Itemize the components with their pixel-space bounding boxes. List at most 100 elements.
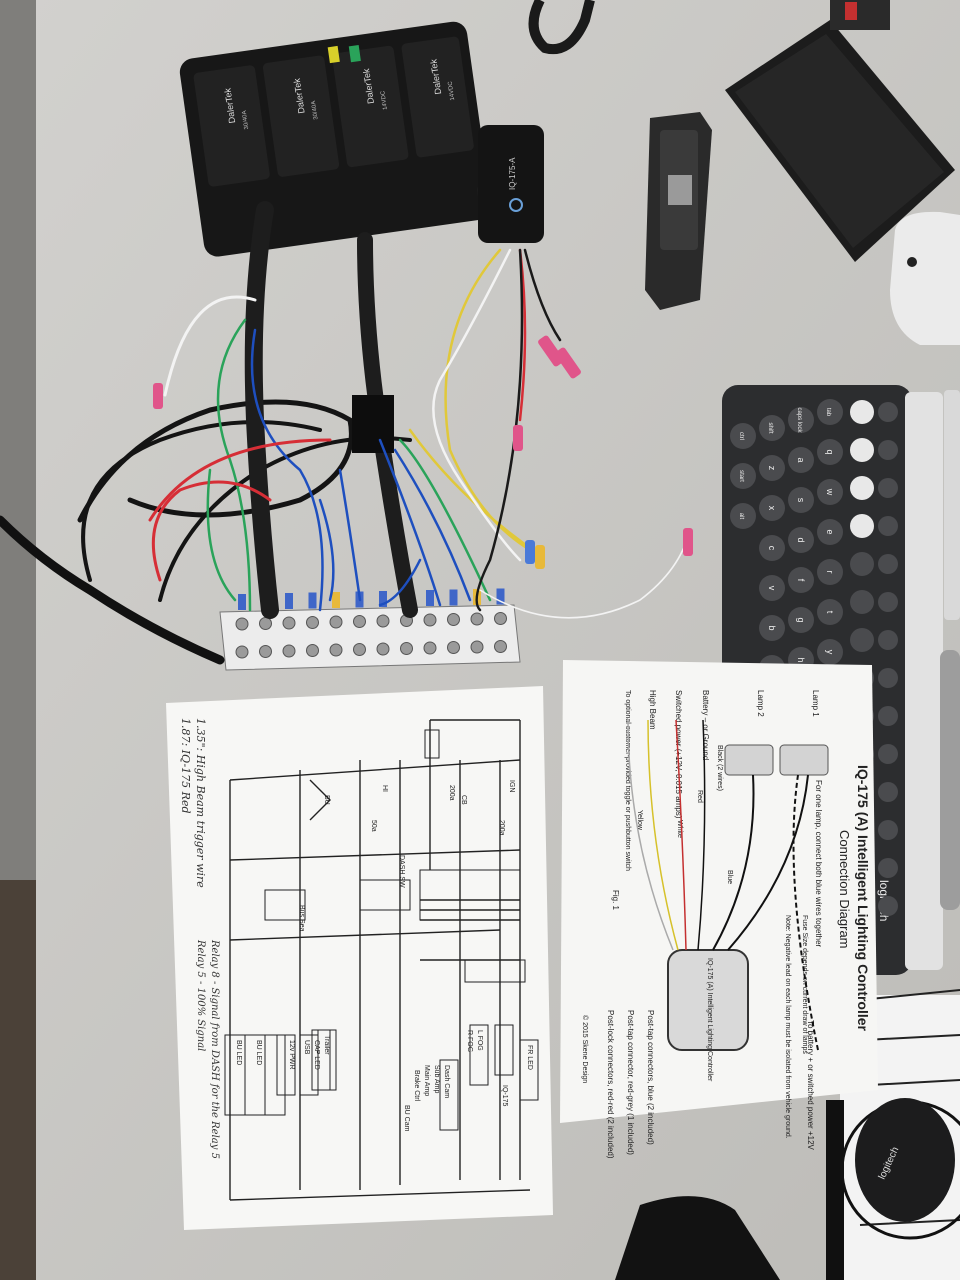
keyboard-key-label: s — [796, 498, 806, 503]
svg-text:Post-tap connectors, blue (2 i: Post-tap connectors, blue (2 included) — [646, 1010, 655, 1145]
keyboard-key — [878, 820, 898, 840]
wire-harness — [0, 201, 691, 665]
keyboard-key-label: f — [796, 579, 806, 582]
keyboard-key — [850, 552, 874, 576]
keyboard-key-label: tab — [825, 408, 831, 417]
svg-text:Lamp 1: Lamp 1 — [811, 690, 820, 717]
keyboard-keys: tabqwertyuiopcaps lockasdfghjklshiftzxcv… — [730, 399, 898, 918]
keyboard-key — [817, 519, 843, 545]
svg-text:Blue: Blue — [726, 870, 733, 884]
svg-text:Post-lock connectors, red-red: Post-lock connectors, red-red (2 include… — [606, 1010, 615, 1159]
terminal-screw — [376, 614, 390, 628]
keyboard-key-label: h — [796, 657, 806, 662]
relay: DalerTek 30/40A — [262, 55, 340, 177]
svg-text:DalerTek: DalerTek — [292, 77, 307, 114]
keyboard-key-label: shift — [767, 422, 773, 433]
keyboard-key-label: v — [767, 586, 777, 591]
scissors-handle — [528, 0, 595, 55]
terminal-screw — [376, 642, 390, 656]
iq175-connection-diagram-sheet: IQ-175 (A) Intelligent Lighting Controll… — [560, 660, 878, 1159]
terminal-screw — [470, 640, 484, 654]
relay-box: DalerTek 30/40A DalerTek 30/40A DalerTek… — [179, 21, 498, 257]
keyboard-key — [730, 463, 756, 489]
svg-text:Yellow: Yellow — [636, 810, 643, 831]
svg-text:Fuse Size depends on current d: Fuse Size depends on current draw of lam… — [801, 915, 808, 1054]
keyboard-key — [850, 438, 874, 462]
svg-text:L FOG: L FOG — [476, 1030, 483, 1051]
wiring-schematic-sheet: 1.35": High Beam trigger wire 1.87: IQ-1… — [166, 686, 553, 1230]
terminal-screw — [329, 643, 343, 657]
svg-text:Trailer: Trailer — [323, 1035, 330, 1055]
svg-text:Dash Cam: Dash Cam — [443, 1065, 450, 1098]
svg-text:BU LED: BU LED — [235, 1040, 242, 1065]
keyboard-key-label: g — [796, 617, 806, 622]
terminal-screw — [235, 645, 249, 659]
svg-text:12v PWR: 12v PWR — [288, 1040, 295, 1070]
black-box — [725, 0, 955, 262]
mouse: logitech — [855, 1098, 955, 1222]
keyboard-key-label: b — [767, 625, 777, 630]
keyboard-key — [878, 592, 898, 612]
keyboard-key — [788, 407, 814, 433]
keyboard-key — [817, 479, 843, 505]
keyboard-key — [850, 400, 874, 424]
schematic-lines — [229, 719, 531, 1201]
keyboard-key — [850, 590, 874, 614]
terminal-screw — [400, 642, 413, 655]
svg-text:Black (2 wires): Black (2 wires) — [716, 745, 723, 791]
handwritten-note: Relay 5 - 100% Signal — [195, 939, 206, 1051]
diagram-controller-box — [667, 949, 749, 1051]
handwritten-note: Relay 8 - Signal from DASH for the Relay… — [209, 939, 220, 1159]
svg-text:FR LED: FR LED — [526, 1045, 533, 1070]
keyboard-key — [878, 744, 898, 764]
terminal-screw — [282, 644, 296, 658]
keyboard-key — [878, 706, 898, 726]
keyboard-key-label: y — [825, 650, 835, 655]
keyboard-key-label: r — [825, 571, 835, 574]
svg-text:Red: Red — [696, 790, 703, 803]
keyboard-key — [788, 527, 814, 553]
keyboard-key-label: caps lock — [796, 407, 802, 433]
terminal-screw — [353, 643, 366, 656]
svg-text:BU Cam: BU Cam — [403, 1105, 410, 1132]
pouch — [615, 1196, 780, 1280]
keyboard-key-label: start — [738, 470, 744, 482]
terminal-screw — [447, 613, 460, 626]
white-device — [890, 211, 960, 345]
lamp1-shape — [779, 744, 829, 776]
keyboard-key — [759, 615, 785, 641]
svg-text:White: White — [676, 820, 683, 838]
keyboard-key-label: w — [825, 488, 835, 496]
keyboard-key — [850, 514, 874, 538]
keyboard-key — [850, 476, 874, 500]
terminal-lug — [426, 590, 434, 606]
keyboard-key — [878, 668, 898, 688]
keyboard-key-label: x — [767, 506, 777, 511]
svg-text:30/40A: 30/40A — [242, 110, 251, 130]
keyboard-key — [759, 495, 785, 521]
svg-text:Fig. 1: Fig. 1 — [611, 890, 620, 911]
terminal-lug — [496, 588, 505, 605]
keyboard-key — [788, 447, 814, 473]
keyboard-key-label: z — [767, 466, 777, 471]
terminal-screw — [306, 616, 319, 629]
terminal-screw — [259, 645, 272, 658]
terminal-lug — [308, 592, 317, 609]
keyboard-key — [817, 639, 843, 665]
terminal-lug — [238, 594, 246, 610]
svg-text:IQ-175 (A) Intelligent Lightin: IQ-175 (A) Intelligent Lighting Controll… — [706, 958, 713, 1082]
terminal-screw — [423, 641, 437, 655]
diagram-title: IQ-175 (A) Intelligent Lighting Controll… — [855, 765, 871, 1032]
phone-device — [940, 650, 960, 910]
svg-text:50a: 50a — [370, 820, 377, 832]
svg-text:DASH SW: DASH SW — [398, 855, 405, 888]
svg-text:IQ-175: IQ-175 — [501, 1085, 508, 1107]
keyboard-key — [878, 630, 898, 650]
terminal-screw — [470, 612, 484, 626]
svg-text:DalerTek: DalerTek — [428, 58, 443, 95]
svg-text:Brake Ctrl: Brake Ctrl — [413, 1070, 420, 1102]
terminal-screw — [494, 640, 507, 653]
keyboard-key — [878, 782, 898, 802]
terminal-screw — [329, 615, 343, 629]
